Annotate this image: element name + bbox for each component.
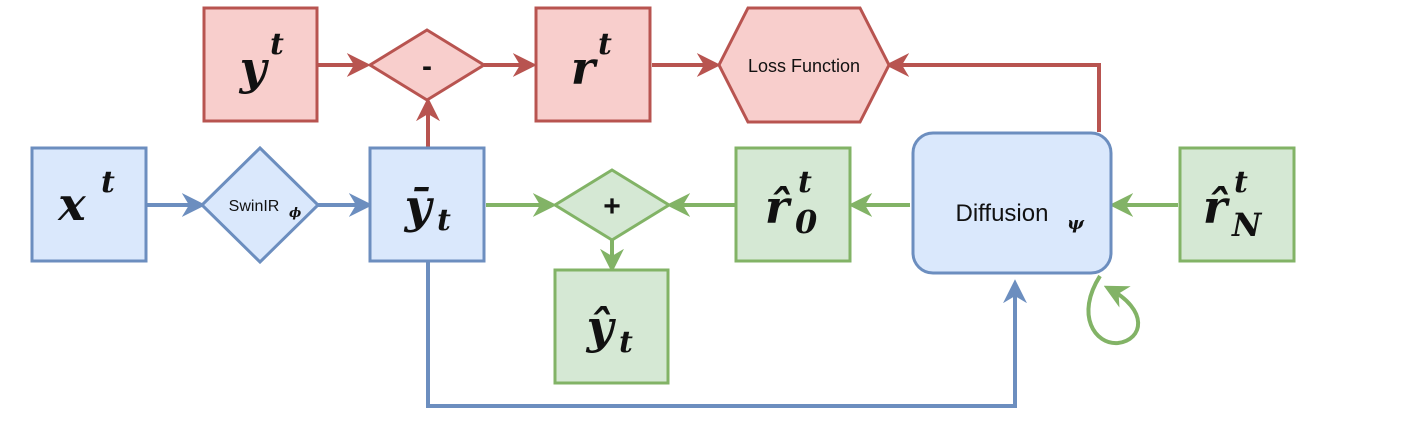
node-plus-label: + — [603, 190, 621, 223]
node-r-hat-0-sup: t — [798, 165, 812, 200]
node-y-t-base: y — [239, 41, 270, 95]
node-diffusion-sub: ψ — [1067, 213, 1085, 234]
node-r-hat-0: r̂ t 0 — [734, 146, 852, 263]
node-r-t-base: r — [571, 41, 599, 95]
node-r-hat-n-base: r̂ — [1203, 180, 1231, 234]
node-plus: + — [552, 168, 672, 242]
node-r-hat-0-sub: 0 — [795, 203, 817, 241]
edge-diffusion-self-loop — [1086, 274, 1141, 346]
node-swinir: SwinIR ϕ — [199, 145, 321, 265]
node-swinir-label: SwinIR — [229, 198, 280, 215]
node-diffusion-label: Diffusion — [956, 200, 1049, 227]
node-y-t: y t — [202, 6, 319, 123]
node-y-t-sup: t — [270, 27, 284, 62]
node-diffusion: Diffusion ψ — [911, 131, 1113, 275]
node-y-bar-sub: t — [437, 203, 451, 238]
node-y-bar: ȳ t — [368, 146, 486, 263]
node-r-hat-n-sup: t — [1234, 165, 1248, 200]
edge-ybar-to-diffusion — [426, 262, 1027, 408]
node-y-hat: ŷ t — [553, 268, 670, 385]
node-y-hat-sub: t — [619, 325, 633, 360]
node-r-t: r t — [534, 6, 652, 123]
node-swinir-sub: ϕ — [289, 206, 301, 221]
node-x-t-base: x — [57, 177, 86, 231]
node-loss-function-label: Loss Function — [748, 56, 860, 76]
node-r-t-sup: t — [598, 27, 612, 62]
node-minus-label: - — [422, 50, 432, 83]
edge-diffusion-to-loss — [885, 53, 1101, 132]
node-minus: - — [367, 28, 487, 102]
node-r-hat-n-sub: N — [1231, 206, 1263, 244]
node-x-t-sup: t — [101, 165, 115, 200]
node-x-t: x t — [30, 146, 148, 263]
node-r-hat-0-base: r̂ — [765, 180, 793, 234]
node-y-hat-base: ŷ — [586, 300, 617, 354]
node-y-bar-base: ȳ — [404, 179, 435, 233]
node-loss-function: Loss Function — [717, 6, 891, 124]
node-r-hat-n: r̂ t N — [1178, 146, 1296, 263]
